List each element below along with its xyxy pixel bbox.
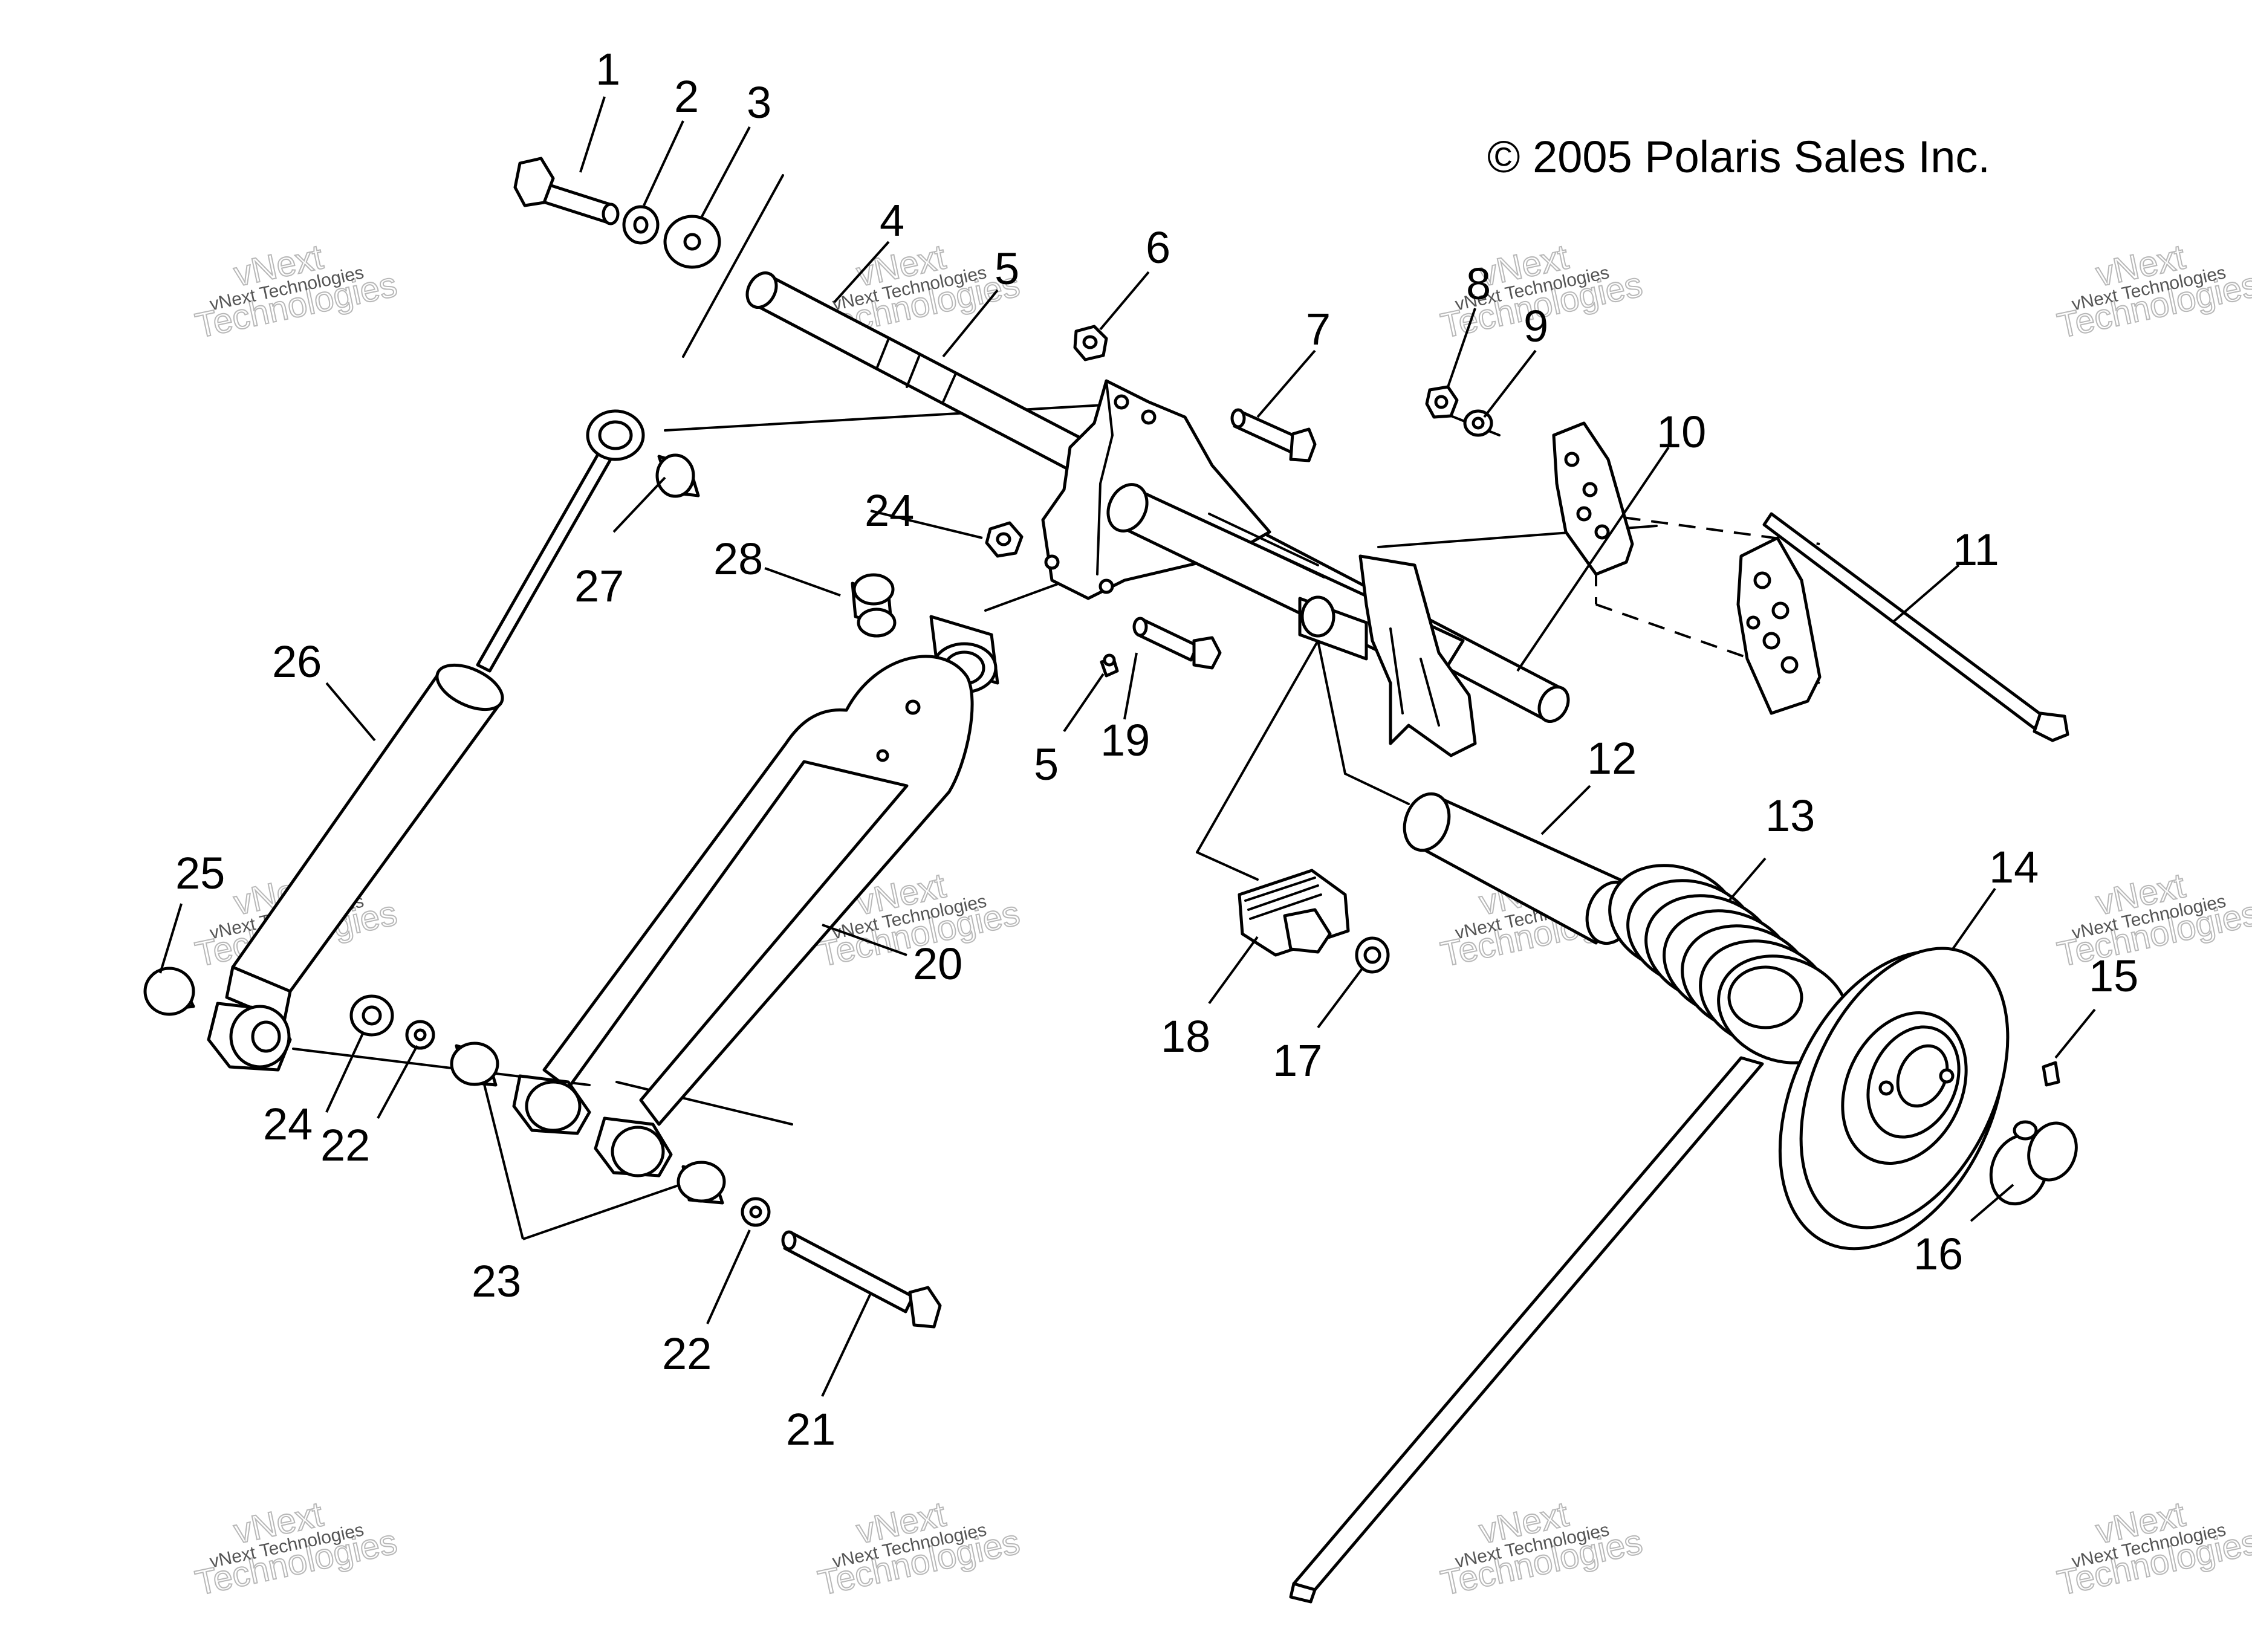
callout-7: 7	[1306, 304, 1331, 354]
callout-14: 14	[1989, 842, 2039, 892]
callout-15: 15	[2089, 951, 2138, 1001]
callout-17: 17	[1273, 1035, 1322, 1086]
callout-5-upper: 5	[995, 244, 1019, 294]
idler-wheel	[1778, 947, 2010, 1251]
callout-22-lower: 22	[662, 1329, 712, 1379]
callout-23: 23	[472, 1256, 521, 1306]
callout-24-lower: 24	[263, 1099, 313, 1149]
washer-22b	[741, 1197, 771, 1227]
washer-24-lower	[349, 994, 394, 1037]
callout-24-upper: 24	[865, 485, 914, 536]
callout-9: 9	[1524, 301, 1548, 351]
collar-16	[1989, 1120, 2078, 1206]
shock-absorber	[207, 409, 645, 1072]
torsion-spring	[1289, 864, 1850, 1604]
callout-6: 6	[1146, 222, 1170, 273]
rear-bracket	[1298, 554, 1477, 757]
bushing-27	[655, 453, 700, 498]
torque-arm	[512, 655, 974, 1177]
long-bolt	[1762, 512, 2069, 742]
callout-16: 16	[1913, 1229, 1963, 1279]
callout-labels: 1 2 3 4 5 5 6 7 8 9 10 11 12 13 14 15 16…	[175, 44, 2138, 1454]
bushing-25	[143, 967, 195, 1016]
watermark-layer: vNext Technologies vNext Technologies vN…	[192, 236, 2252, 1604]
bushing-23b	[677, 1161, 726, 1205]
callout-19: 19	[1100, 715, 1150, 765]
callout-11: 11	[1953, 525, 1999, 575]
callout-13: 13	[1765, 791, 1815, 841]
callout-8: 8	[1466, 259, 1491, 309]
callout-3: 3	[747, 77, 771, 128]
bolt-7	[1230, 408, 1317, 462]
watermark: vNext Technologies vNext Technologies	[2054, 236, 2252, 346]
callout-22-left: 22	[320, 1120, 370, 1170]
callout-4: 4	[880, 195, 904, 245]
nut-8	[1425, 385, 1459, 419]
watermark: vNext Technologies vNext Technologies	[2054, 1494, 2252, 1604]
callout-18: 18	[1161, 1011, 1210, 1061]
washer-22a	[405, 1020, 435, 1050]
callout-12: 12	[1587, 733, 1637, 783]
copyright-text: © 2005 Polaris Sales Inc.	[1487, 132, 1990, 182]
side-plate-lower	[1736, 536, 1822, 715]
washer-17	[1355, 936, 1390, 974]
callout-2: 2	[674, 71, 699, 121]
callout-5-lower: 5	[1034, 739, 1059, 789]
callout-10: 10	[1657, 407, 1706, 457]
callout-20: 20	[913, 939, 962, 989]
callout-27: 27	[574, 561, 624, 611]
nut-6	[1073, 325, 1108, 361]
bolt-19	[1132, 617, 1222, 670]
bolt-1	[513, 157, 620, 225]
grease-fitting-5	[1100, 653, 1119, 678]
nut-24-upper	[985, 521, 1024, 558]
bushing-28	[851, 573, 897, 638]
callout-1: 1	[595, 44, 620, 94]
callout-28: 28	[713, 534, 763, 584]
callout-25: 25	[175, 848, 225, 898]
bushing-23a	[450, 1041, 499, 1087]
bolt-21	[781, 1230, 942, 1329]
spring-sleeve	[1403, 792, 1637, 945]
callout-21: 21	[786, 1404, 836, 1454]
washer-2	[622, 205, 660, 245]
watermark: vNext Technologies vNext Technologies	[192, 236, 401, 346]
watermark: vNext Technologies vNext Technologies	[192, 1494, 401, 1604]
set-screw-15	[2042, 1061, 2060, 1087]
side-plate-upper	[1552, 421, 1634, 576]
leader-lines	[159, 96, 2096, 1397]
adjuster-block	[1238, 869, 1350, 957]
watermark: vNext Technologies vNext Technologies	[814, 1494, 1024, 1604]
assembly-guide-lines	[292, 174, 1820, 1126]
watermark: vNext Technologies vNext Technologies	[1437, 1494, 1647, 1604]
washer-3	[663, 215, 721, 269]
callout-26: 26	[272, 637, 322, 687]
watermark: vNext Technologies vNext Technologies	[2054, 865, 2252, 975]
